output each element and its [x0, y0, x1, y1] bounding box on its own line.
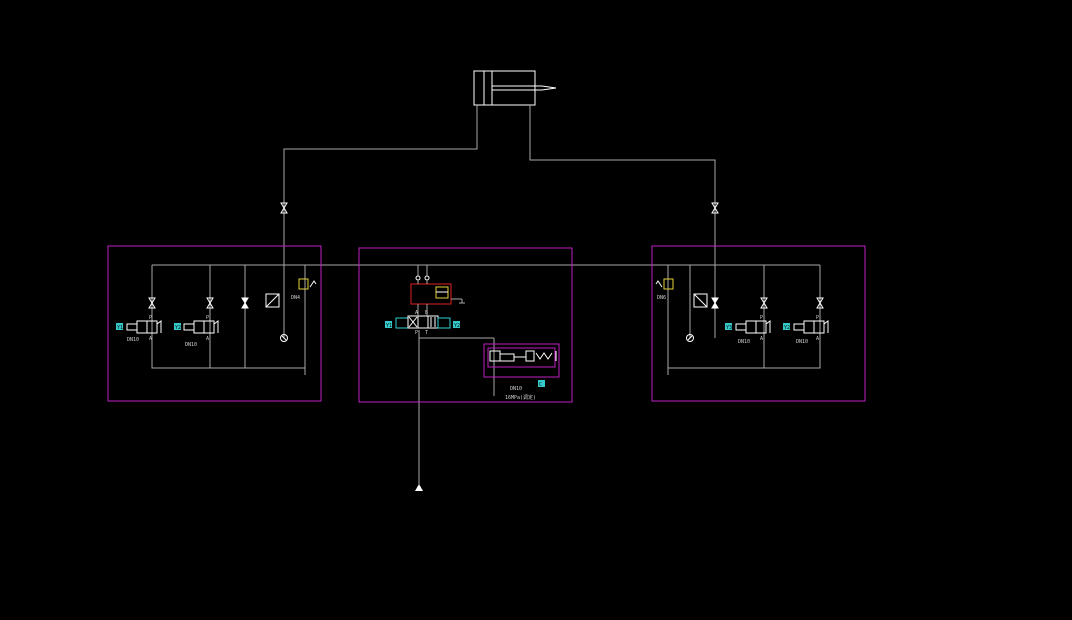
center-valve-block-frame — [358, 247, 573, 403]
left-valve-2-tag-box — [174, 323, 181, 330]
left-sensor-dn4[interactable]: DN4 — [291, 278, 317, 301]
left-block-internal-lines — [151, 265, 306, 375]
left-solenoid-valve-2[interactable]: Y2 P A DN10 — [174, 315, 219, 348]
left-solenoid-valve-1[interactable]: Y1 P A DN10 — [116, 315, 162, 343]
ball-valve-right[interactable] — [711, 202, 719, 214]
left-check-valve[interactable] — [241, 297, 249, 309]
right-valve-2-tag: Y2 — [784, 325, 790, 331]
left-needle-valve-2[interactable] — [206, 297, 214, 309]
left-needle-valve-1[interactable] — [148, 297, 156, 309]
right-valve-1-tag-box — [725, 323, 732, 330]
right-needle-valve-1[interactable] — [760, 297, 768, 309]
left-valve-1-code: DN10 — [127, 337, 139, 343]
center-main-valve-port-a: A — [415, 310, 418, 316]
right-pressure-sensor[interactable] — [686, 293, 708, 342]
center-main-directional-valve[interactable]: Y1 Y2 A B P T — [385, 310, 460, 336]
right-valve-1-port-p: P — [760, 315, 763, 321]
left-valve-1-tag: Y1 — [117, 325, 123, 331]
left-valve-2-port-p: P — [206, 315, 209, 321]
center-port-b-marker — [424, 275, 430, 281]
center-main-valve-left-tag: Y1 — [386, 323, 392, 329]
center-main-valve-right-tag: Y2 — [454, 323, 460, 329]
center-relief-pressure: 16MPa(调定) — [505, 394, 536, 401]
right-sensor-dn6[interactable]: DN6 — [655, 278, 674, 301]
hydraulic-cylinder[interactable] — [473, 70, 557, 106]
center-relief-code: DN10 — [510, 386, 522, 392]
right-needle-valve-2[interactable] — [816, 297, 824, 309]
left-pressure-sensor[interactable] — [265, 293, 288, 342]
pipe-network — [152, 105, 820, 484]
left-sensor-code: DN4 — [291, 295, 300, 301]
center-port-a-marker — [415, 275, 421, 281]
left-valve-1-port-p: P — [149, 315, 152, 321]
right-check-valve[interactable] — [711, 297, 719, 309]
center-relief-tag-box — [538, 380, 545, 387]
pump-supply-icon — [415, 484, 423, 491]
right-solenoid-valve-1[interactable]: Y3 P A DN10 — [725, 315, 771, 345]
right-valve-1-code: DN10 — [738, 339, 750, 345]
right-valve-2-code: DN10 — [796, 339, 808, 345]
center-main-valve-right-tag-box — [453, 321, 460, 328]
right-solenoid-valve-2[interactable]: Y2 P A DN10 — [783, 315, 829, 345]
left-valve-2-port-a: A — [206, 336, 209, 342]
right-valve-2-port-a: A — [816, 336, 819, 342]
center-main-valve-left-tag-box — [385, 321, 392, 328]
right-valve-2-port-p: P — [816, 315, 819, 321]
left-valve-2-tag: Y2 — [175, 325, 181, 331]
center-counterbalance-valve[interactable] — [410, 283, 465, 305]
right-valve-1-tag: Y3 — [726, 325, 732, 331]
ball-valve-left[interactable] — [280, 202, 288, 214]
right-block-internal-lines — [667, 265, 821, 375]
right-sensor-code: DN6 — [657, 295, 666, 301]
left-valve-block-frame — [107, 245, 322, 402]
left-valve-1-tag-box — [116, 323, 123, 330]
right-valve-block-frame — [651, 245, 866, 402]
center-main-valve-port-p: P — [415, 330, 418, 336]
center-relief-valve[interactable]: C DN10 16MPa(调定) — [483, 343, 560, 401]
left-valve-1-port-a: A — [149, 336, 152, 342]
right-valve-1-port-a: A — [760, 336, 763, 342]
left-valve-2-code: DN10 — [185, 342, 197, 348]
right-valve-2-tag-box — [783, 323, 790, 330]
center-relief-tag: C — [539, 382, 542, 388]
center-main-valve-port-t: T — [425, 330, 428, 336]
center-internal-lines — [417, 265, 428, 316]
